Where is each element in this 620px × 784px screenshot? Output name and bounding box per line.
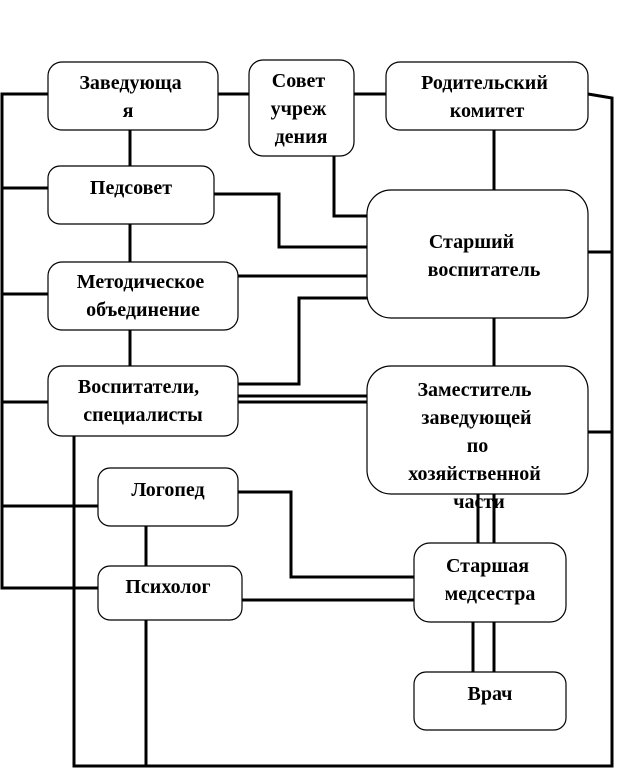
node-pedsovet[interactable]: Педсовет	[47, 165, 215, 225]
right-frame-line	[72, 92, 614, 768]
speech-nurse-line	[238, 490, 414, 579]
node-educators-label: Воспитатели, специалисты	[78, 376, 204, 426]
node-senior-educator[interactable]: Старший воспитатель	[366, 189, 589, 319]
node-council[interactable]: Совет учреж дения	[248, 59, 355, 157]
node-deputy-label: Заместитель заведующей по хозяйственной …	[408, 379, 546, 513]
node-speech-box	[97, 467, 239, 527]
node-psych[interactable]: Психолог	[97, 565, 243, 621]
node-method-label: Методическое объединение	[77, 271, 210, 321]
node-educators[interactable]: Воспитатели, специалисты	[47, 365, 239, 437]
node-method[interactable]: Методическое объединение	[47, 261, 239, 331]
node-psych-box	[97, 565, 243, 621]
node-speech-label: Логопед	[131, 479, 204, 501]
node-head[interactable]: Заведующа я	[47, 61, 219, 131]
node-council-label: Совет учреж дения	[271, 70, 332, 148]
node-parents-box	[385, 61, 589, 131]
node-speech[interactable]: Логопед	[97, 467, 239, 527]
node-doctor-box	[413, 671, 567, 731]
node-parents[interactable]: Родительский комитет	[385, 61, 589, 131]
node-head-label: Заведующа я	[79, 72, 186, 122]
council-senior-line	[332, 156, 367, 218]
node-deputy-box	[366, 365, 589, 495]
node-pedsovet-label: Педсовет	[90, 177, 172, 199]
node-senior-educator-box	[366, 189, 589, 319]
node-nurse[interactable]: Старшая медсестра	[413, 542, 567, 623]
node-senior-educator-label: Старший воспитатель	[428, 231, 541, 281]
node-educators-box	[47, 365, 239, 437]
node-deputy[interactable]: Заместитель заведующей по хозяйственной …	[366, 365, 589, 513]
node-doctor-label: Врач	[468, 683, 513, 705]
node-head-box	[47, 61, 219, 131]
node-nurse-label: Старшая медсестра	[445, 555, 536, 605]
node-council-box	[248, 59, 355, 157]
left-frame-line	[0, 92, 98, 590]
connectors	[0, 92, 614, 768]
node-doctor[interactable]: Врач	[413, 671, 567, 731]
pedsovet-senior-line	[214, 192, 367, 249]
node-method-box	[47, 261, 239, 331]
node-parents-label: Родительский комитет	[421, 72, 553, 122]
educators-senior-line	[238, 296, 367, 386]
node-psych-label: Психолог	[125, 576, 210, 598]
node-nurse-box	[413, 542, 567, 623]
node-pedsovet-box	[47, 165, 215, 225]
